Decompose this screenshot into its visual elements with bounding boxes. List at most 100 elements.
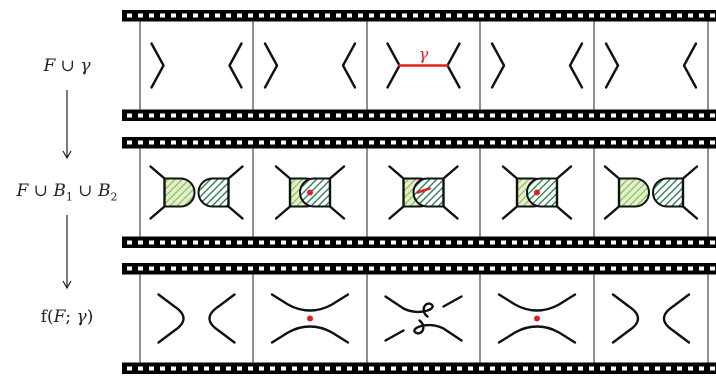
film-hole [248, 13, 253, 18]
film-hole [622, 266, 627, 271]
frame-3 [384, 295, 463, 342]
film-hole [391, 140, 396, 145]
film-hole [479, 113, 484, 118]
film-hole [226, 140, 231, 145]
right-strand [682, 42, 698, 89]
film-hole [512, 266, 517, 271]
film-hole [358, 266, 363, 271]
film-hole [138, 266, 143, 271]
film-body [122, 274, 716, 363]
film-hole [248, 366, 253, 371]
film-hole [666, 113, 671, 118]
film-hole [182, 113, 187, 118]
right-strand [555, 165, 573, 220]
film-hole [490, 366, 495, 371]
film-hole [204, 266, 209, 271]
film-hole [688, 266, 693, 271]
right-strand [568, 42, 584, 89]
film-hole [545, 240, 550, 245]
film-hole [160, 366, 165, 371]
film-hole [259, 240, 264, 245]
gamma-arc [416, 187, 431, 194]
band-b1 [618, 177, 650, 208]
film-perforation-band [122, 137, 716, 148]
film-hole [336, 240, 341, 245]
contact-point [534, 189, 540, 196]
film-hole [633, 140, 638, 145]
frame-3 [388, 165, 459, 220]
film-hole [578, 113, 583, 118]
film-hole [402, 240, 407, 245]
film-hole [182, 240, 187, 245]
frame-4 [497, 293, 577, 344]
film-hole [127, 266, 132, 271]
band-b2 [299, 177, 331, 208]
film-hole [215, 366, 220, 371]
film-hole [391, 366, 396, 371]
film-hole [644, 240, 649, 245]
lower-curve [270, 325, 350, 344]
film-hole [215, 140, 220, 145]
left-strand [603, 165, 621, 220]
film-hole [446, 266, 451, 271]
film-hole [490, 113, 495, 118]
film-hole [292, 140, 297, 145]
film-hole [457, 366, 462, 371]
film-hole [655, 266, 660, 271]
left-strand [604, 42, 620, 89]
film-hole [138, 240, 143, 245]
film-hole [534, 140, 539, 145]
film-hole [215, 240, 220, 245]
film-hole [435, 366, 440, 371]
film-hole [644, 140, 649, 145]
film-hole [633, 240, 638, 245]
film-hole [259, 366, 264, 371]
film-hole [259, 113, 264, 118]
film-hole [699, 140, 704, 145]
film-hole [160, 240, 165, 245]
film-hole [468, 266, 473, 271]
film-hole [380, 366, 385, 371]
film-hole [512, 13, 517, 18]
film-hole [259, 13, 264, 18]
film-hole [281, 266, 286, 271]
film-hole [149, 366, 154, 371]
film-hole [655, 140, 660, 145]
film-hole [633, 13, 638, 18]
film-hole [270, 113, 275, 118]
left-strand [149, 165, 166, 220]
film-hole [512, 140, 517, 145]
film-hole [193, 266, 198, 271]
film-hole [314, 366, 319, 371]
film-hole [677, 13, 682, 18]
film-hole [435, 113, 440, 118]
film-hole [303, 266, 308, 271]
film-hole [622, 366, 627, 371]
film-hole [644, 113, 649, 118]
film-hole [479, 366, 484, 371]
film-hole [501, 366, 506, 371]
film-hole [336, 366, 341, 371]
film-hole [391, 240, 396, 245]
film-hole [666, 266, 671, 271]
film-hole [556, 266, 561, 271]
film-hole [677, 366, 682, 371]
film-hole [446, 13, 451, 18]
film-hole [303, 113, 308, 118]
band-b2 [197, 177, 230, 208]
contact-point [534, 315, 540, 322]
film-hole [666, 140, 671, 145]
film-hole [424, 13, 429, 18]
film-hole [589, 140, 594, 145]
film-hole [688, 113, 693, 118]
film-strip-row-a: γ [122, 10, 716, 121]
film-hole [215, 113, 220, 118]
row-label-f-union-bands: F ∪ B1 ∪ B2 [16, 181, 118, 204]
film-hole [127, 140, 132, 145]
film-hole [688, 240, 693, 245]
film-hole [292, 266, 297, 271]
film-hole [611, 266, 616, 271]
film-hole [281, 366, 286, 371]
